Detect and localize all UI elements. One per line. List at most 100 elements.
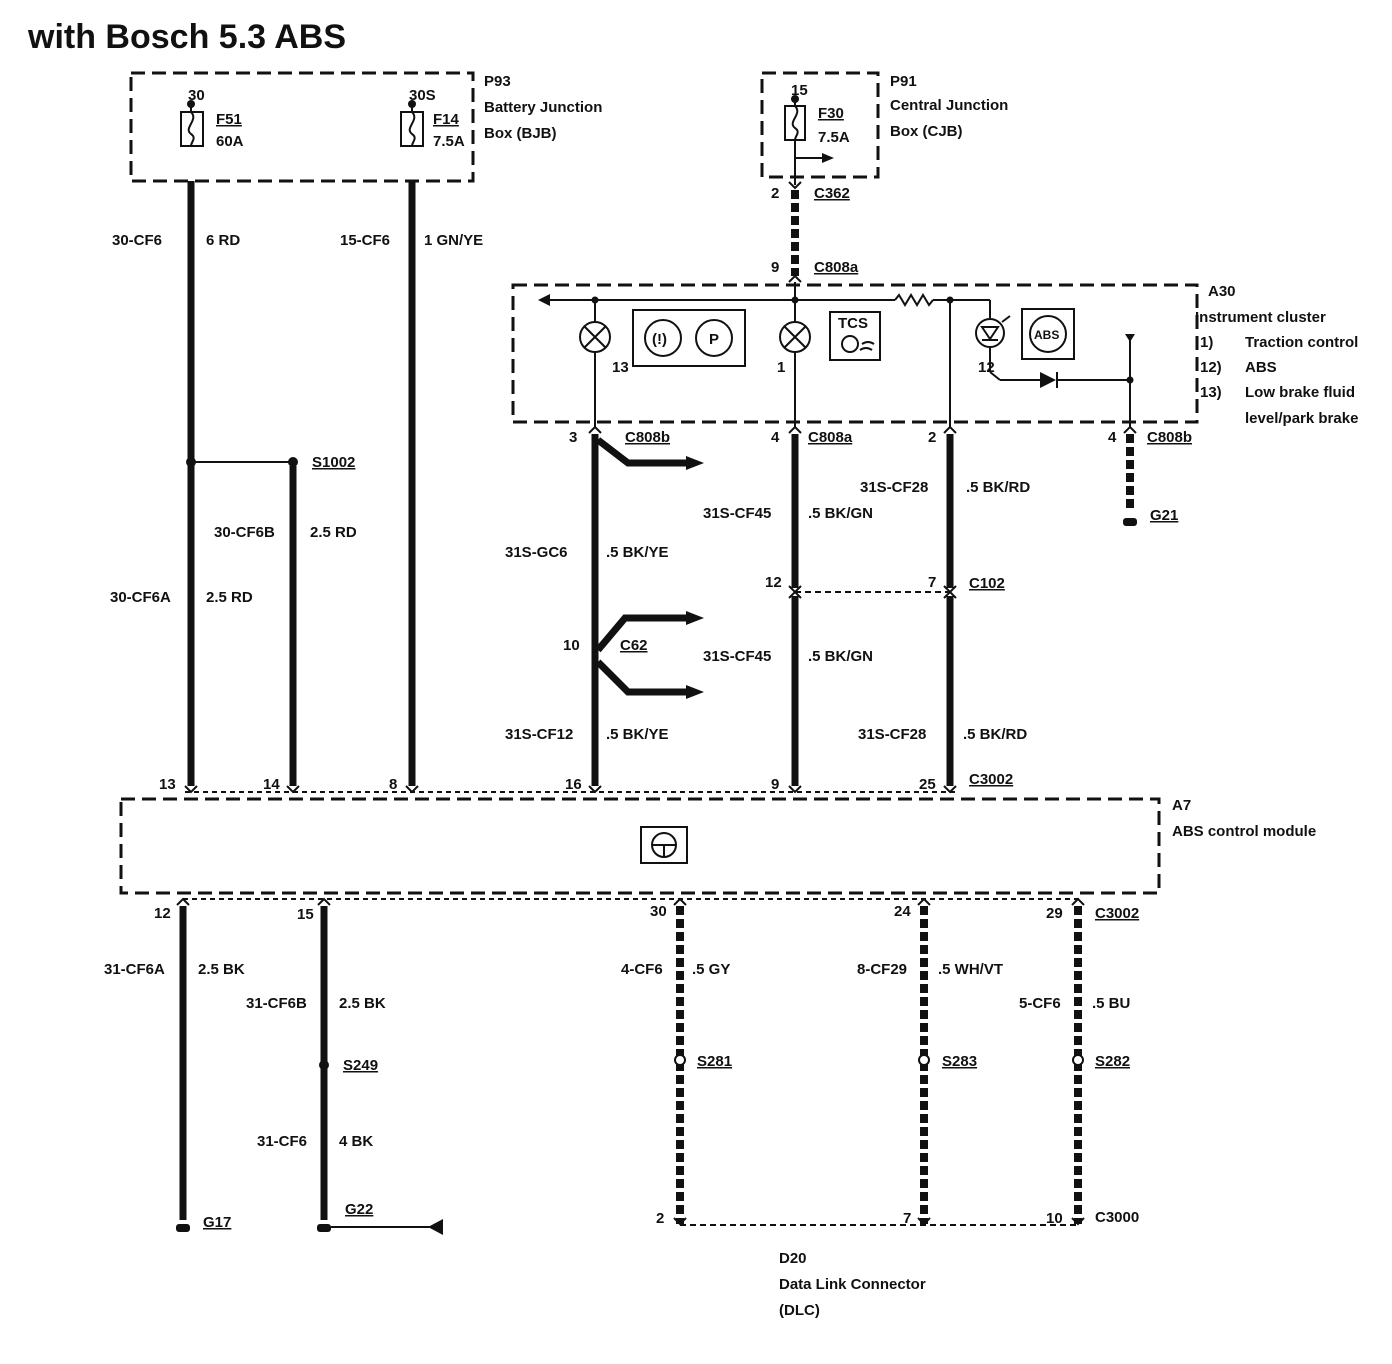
c808b-left-label: C808b bbox=[625, 429, 670, 446]
wire-31s-cf45-circuit: 31S-CF45 bbox=[703, 505, 771, 522]
wire-31s-cf28-circuit: 31S-CF28 bbox=[860, 479, 928, 496]
cjb-name-line2: Box (CJB) bbox=[890, 123, 963, 140]
fuse-f30-name: F30 bbox=[818, 105, 844, 122]
splice-s1002 bbox=[288, 457, 298, 467]
wire-30-cf6a-circuit: 30-CF6A bbox=[110, 589, 171, 606]
wire-30-cf6b-spec: 2.5 RD bbox=[310, 524, 357, 541]
wire-15-cf6-circuit: 15-CF6 bbox=[340, 232, 390, 249]
cjb-name-line1: Central Junction bbox=[890, 97, 1008, 114]
wire-31s-cf28-lower-spec: .5 BK/RD bbox=[963, 726, 1027, 743]
fuse-f30-terminal: 15 bbox=[791, 82, 808, 99]
splice-s281-label: S281 bbox=[697, 1053, 732, 1070]
wire-4-cf6-circuit: 4-CF6 bbox=[621, 961, 663, 978]
lamp-13-num: 13 bbox=[612, 359, 629, 376]
c62-pin: 10 bbox=[563, 637, 580, 654]
splice-s283-label: S283 bbox=[942, 1053, 977, 1070]
instrument-cluster: A30 Instrument cluster 1) Traction contr… bbox=[511, 283, 1358, 428]
wire-31-cf6a-circuit: 31-CF6A bbox=[104, 961, 165, 978]
wire-31s-cf28-spec: .5 BK/RD bbox=[966, 479, 1030, 496]
wire-31-cf6-circuit: 31-CF6 bbox=[257, 1133, 307, 1150]
c808a-pin2: 2 bbox=[928, 429, 936, 446]
wire-31s-gc6-circuit: 31S-GC6 bbox=[505, 544, 568, 561]
bjb-id: P93 bbox=[484, 73, 511, 90]
a7-id: A7 bbox=[1172, 797, 1191, 814]
ground-g21-icon bbox=[1123, 518, 1137, 526]
wire-30-cf6a-spec: 2.5 RD bbox=[206, 589, 253, 606]
wire-31s-cf12-spec: .5 BK/YE bbox=[606, 726, 669, 743]
dlc-id: D20 bbox=[779, 1250, 807, 1267]
a7-pin8: 8 bbox=[389, 776, 397, 793]
c808a-mid-pin: 4 bbox=[771, 429, 780, 446]
wire-30-cf6-spec: 6 RD bbox=[206, 232, 240, 249]
wire-5-cf6-circuit: 5-CF6 bbox=[1019, 995, 1061, 1012]
fuse-f51-name: F51 bbox=[216, 111, 242, 128]
wire-31-cf6b-spec: 2.5 BK bbox=[339, 995, 386, 1012]
resistor-symbol bbox=[894, 293, 934, 307]
splice-s249 bbox=[319, 1060, 329, 1070]
a7-pin30: 30 bbox=[650, 903, 667, 920]
legend-text-2: ABS bbox=[1245, 359, 1277, 376]
cjb-outline bbox=[760, 71, 880, 179]
brake-warning-icon bbox=[644, 319, 682, 357]
ground-wires: 31-CF6A 2.5 BK G17 31-CF6B 2.5 BK S249 3… bbox=[104, 906, 443, 1235]
brake-warning-panel bbox=[632, 309, 746, 367]
c102-pin12: 12 bbox=[765, 574, 782, 591]
fuse-f51-terminal: 30 bbox=[188, 87, 205, 104]
power-wires: 30-CF6 6 RD 15-CF6 1 GN/YE S1002 30-CF6B… bbox=[110, 181, 483, 786]
c808a-top-pin: 9 bbox=[771, 259, 779, 276]
dlc-pin10: 10 bbox=[1046, 1210, 1063, 1227]
wire-31s-cf45-lower-circuit: 31S-CF45 bbox=[703, 648, 771, 665]
ground-g17-icon bbox=[176, 1224, 190, 1232]
c62-label: C62 bbox=[620, 637, 648, 654]
c3000-label: C3000 bbox=[1095, 1209, 1139, 1226]
dlc-pin7: 7 bbox=[903, 1210, 911, 1227]
fuse-f30-rating: 7.5A bbox=[818, 129, 850, 146]
abs-panel bbox=[1021, 308, 1075, 360]
a7-pin24: 24 bbox=[894, 903, 911, 920]
park-brake-symbol: P bbox=[709, 331, 719, 348]
traction-control-icon bbox=[841, 335, 859, 353]
arrow-down-icon bbox=[1125, 334, 1135, 342]
cjb-to-cluster-feed: 2 C362 9 C808a bbox=[771, 181, 859, 300]
a7-pin9: 9 bbox=[771, 776, 779, 793]
c808b-right-pin: 4 bbox=[1108, 429, 1117, 446]
wire-30-cf6-circuit: 30-CF6 bbox=[112, 232, 162, 249]
wire-31s-cf28-lower-circuit: 31S-CF28 bbox=[858, 726, 926, 743]
abs-warning-icon bbox=[1029, 315, 1067, 353]
a7-pin15: 15 bbox=[297, 906, 314, 923]
c808a-mid-label: C808a bbox=[808, 429, 853, 446]
legend-text-4: level/park brake bbox=[1245, 410, 1358, 427]
wire-31s-cf45-lower-spec: .5 BK/GN bbox=[808, 648, 873, 665]
legend-num-1: 1) bbox=[1200, 334, 1213, 351]
wire-5-cf6-spec: .5 BU bbox=[1092, 995, 1130, 1012]
splice-s282-label: S282 bbox=[1095, 1053, 1130, 1070]
abs-control-module: 13 14 8 16 9 25 C3002 A7 ABS control mod… bbox=[119, 771, 1316, 923]
a7-pin13: 13 bbox=[159, 776, 176, 793]
arrow-right-icon bbox=[822, 153, 834, 163]
arrow-left-icon bbox=[538, 294, 550, 306]
c3002-bot-label: C3002 bbox=[1095, 905, 1139, 922]
wire-15-cf6-spec: 1 GN/YE bbox=[424, 232, 483, 249]
brake-warning-symbol: (!) bbox=[652, 331, 667, 348]
cjb-id: P91 bbox=[890, 73, 917, 90]
fuse-f14-symbol bbox=[400, 111, 424, 147]
wire-31s-cf12-circuit: 31S-CF12 bbox=[505, 726, 573, 743]
arrow-right-icon bbox=[686, 685, 704, 699]
diode-symbol bbox=[1040, 372, 1056, 388]
bjb-name-line2: Box (BJB) bbox=[484, 125, 557, 142]
legend-num-3: 13) bbox=[1200, 384, 1222, 401]
a7-pin16: 16 bbox=[565, 776, 582, 793]
park-brake-icon bbox=[695, 319, 733, 357]
fuse-f30-symbol bbox=[784, 105, 806, 141]
central-junction-box: P91 Central Junction Box (CJB) 15 F30 7.… bbox=[760, 71, 1008, 185]
a7-pin25: 25 bbox=[919, 776, 936, 793]
c3002-top-label: C3002 bbox=[969, 771, 1013, 788]
splice-s282 bbox=[1072, 1054, 1084, 1066]
c808a-top-label: C808a bbox=[814, 259, 859, 276]
c102-label: C102 bbox=[969, 575, 1005, 592]
lamp-12-icon bbox=[975, 318, 1005, 348]
ground-g22-icon bbox=[317, 1224, 331, 1232]
fuse-f51-rating: 60A bbox=[216, 133, 244, 150]
c102-pin7: 7 bbox=[928, 574, 936, 591]
